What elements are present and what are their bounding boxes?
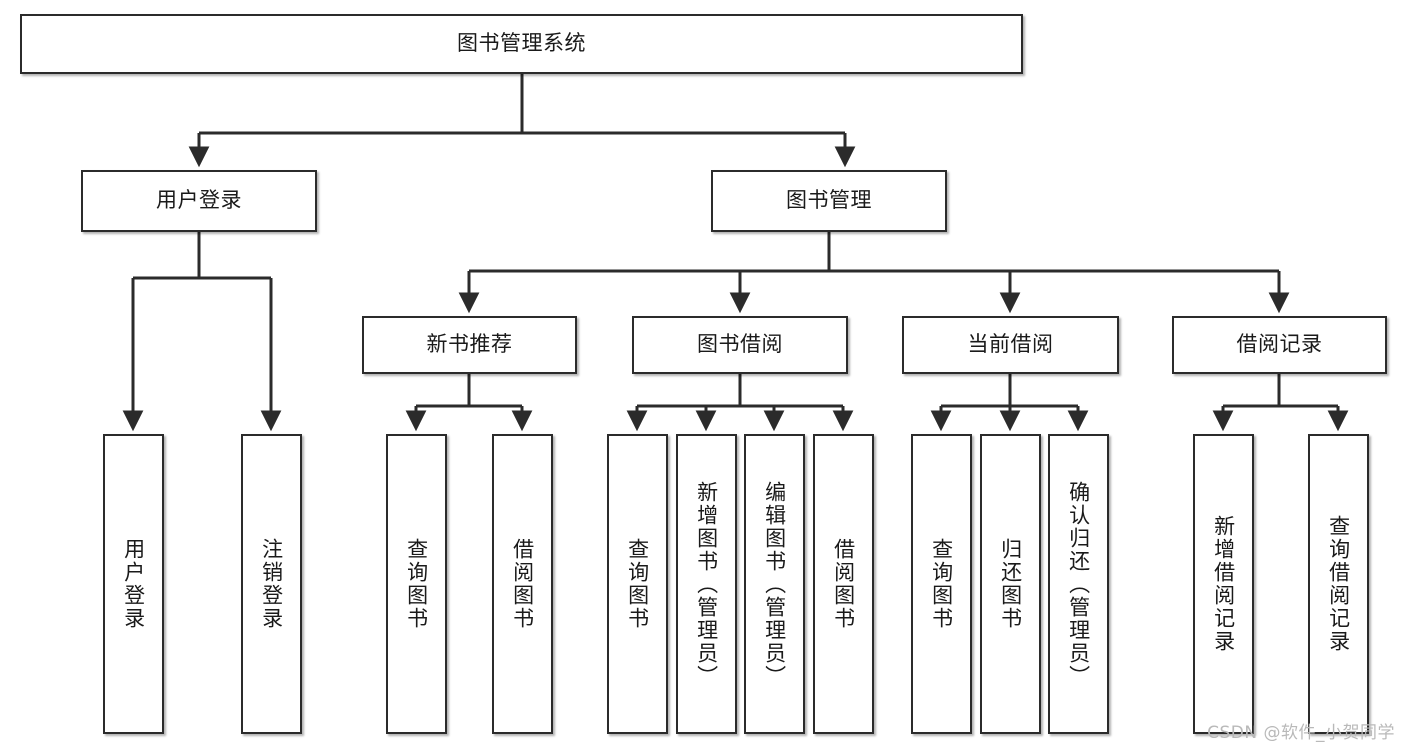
node-current-borrow-label: 当前借阅: [967, 332, 1054, 357]
leaf-book-borrow-1[interactable]: 新增图书（管理员）: [676, 434, 737, 734]
leaf-new-book-0[interactable]: 查询图书: [386, 434, 447, 734]
leaf-user-login-0[interactable]: 用户登录: [103, 434, 164, 734]
leaf-user-login-1[interactable]: 注销登录: [241, 434, 302, 734]
node-new-book-recommend[interactable]: 新书推荐: [362, 316, 577, 374]
leaf-book-borrow-3[interactable]: 借阅图书: [813, 434, 874, 734]
node-user-login[interactable]: 用户登录: [81, 170, 317, 232]
leaf-current-borrow-2[interactable]: 确认归还（管理员）: [1048, 434, 1109, 734]
leaf-current-borrow-1-label: 归还图书: [998, 538, 1023, 630]
node-book-borrow[interactable]: 图书借阅: [632, 316, 848, 374]
leaf-book-borrow-2[interactable]: 编辑图书（管理员）: [744, 434, 805, 734]
node-current-borrow[interactable]: 当前借阅: [902, 316, 1119, 374]
leaf-new-book-1[interactable]: 借阅图书: [492, 434, 553, 734]
leaf-user-login-0-label: 用户登录: [121, 538, 146, 630]
leaf-book-borrow-1-label: 新增图书（管理员）: [694, 480, 719, 688]
node-book-borrow-label: 图书借阅: [697, 332, 783, 357]
leaf-book-borrow-3-label: 借阅图书: [831, 538, 856, 630]
leaf-borrow-record-1-label: 查询借阅记录: [1326, 515, 1351, 653]
leaf-book-borrow-2-label: 编辑图书（管理员）: [762, 480, 787, 688]
leaf-user-login-1-label: 注销登录: [259, 538, 284, 630]
leaf-borrow-record-0[interactable]: 新增借阅记录: [1193, 434, 1254, 734]
watermark: CSDN @软件_小贺同学: [1207, 723, 1395, 743]
leaf-current-borrow-0[interactable]: 查询图书: [911, 434, 972, 734]
node-borrow-record-label: 借阅记录: [1236, 332, 1323, 357]
node-root-label: 图书管理系统: [457, 31, 586, 56]
leaf-new-book-1-label: 借阅图书: [510, 538, 535, 630]
leaf-borrow-record-1[interactable]: 查询借阅记录: [1308, 434, 1369, 734]
leaf-current-borrow-0-label: 查询图书: [929, 538, 954, 630]
node-book-manage[interactable]: 图书管理: [711, 170, 947, 232]
leaf-borrow-record-0-label: 新增借阅记录: [1211, 515, 1236, 653]
leaf-book-borrow-0-label: 查询图书: [625, 538, 650, 630]
node-borrow-record[interactable]: 借阅记录: [1172, 316, 1387, 374]
node-book-manage-label: 图书管理: [786, 188, 872, 213]
leaf-new-book-0-label: 查询图书: [404, 538, 429, 630]
node-root[interactable]: 图书管理系统: [20, 14, 1023, 74]
node-user-login-label: 用户登录: [156, 188, 242, 213]
leaf-book-borrow-0[interactable]: 查询图书: [607, 434, 668, 734]
node-new-book-recommend-label: 新书推荐: [426, 332, 513, 357]
leaf-current-borrow-2-label: 确认归还（管理员）: [1066, 480, 1091, 688]
leaf-current-borrow-1[interactable]: 归还图书: [980, 434, 1041, 734]
